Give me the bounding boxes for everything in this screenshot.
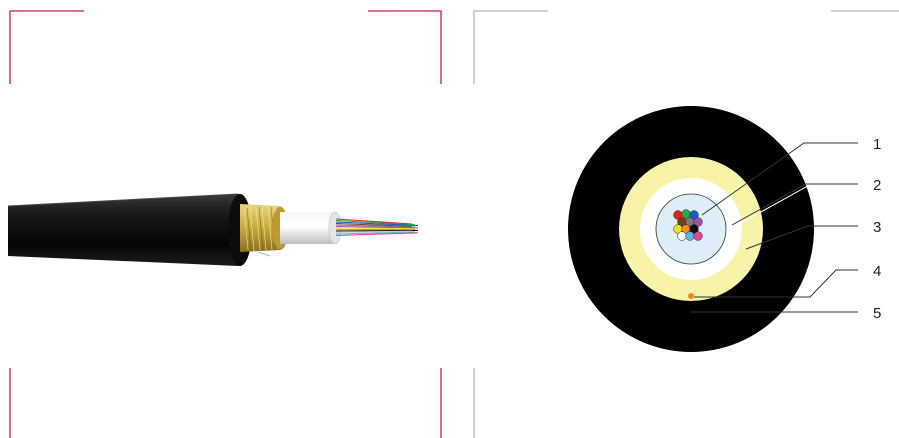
frame-mark-top-left: [10, 11, 84, 84]
loose-tube: [280, 212, 341, 244]
cross-section-panel: 1 2 3 4 5: [450, 0, 899, 438]
fiber-11: [686, 232, 695, 241]
frame-mark-top-left: [474, 11, 548, 84]
callout-number-4: 4: [873, 263, 881, 280]
fiber-cluster: [674, 210, 703, 241]
ripcord-thread: [258, 252, 270, 256]
fiber-2: [682, 210, 691, 219]
frame-mark-top-right: [368, 11, 441, 84]
fiber-10: [678, 232, 687, 241]
callout-number-1: 1: [873, 136, 881, 153]
fiber-12: [694, 232, 703, 241]
callout-number-5: 5: [873, 305, 881, 322]
cable-jacket: [8, 194, 252, 266]
cable-illustration-panel: [0, 0, 450, 438]
callout-number-3: 3: [873, 219, 881, 236]
callout-number-2: 2: [873, 177, 881, 194]
cable-illustration: [0, 0, 450, 438]
fiber-bundle: [336, 219, 418, 236]
ripcord-circle: [688, 293, 694, 299]
cross-section-diagram: 1 2 3 4 5: [450, 0, 899, 438]
